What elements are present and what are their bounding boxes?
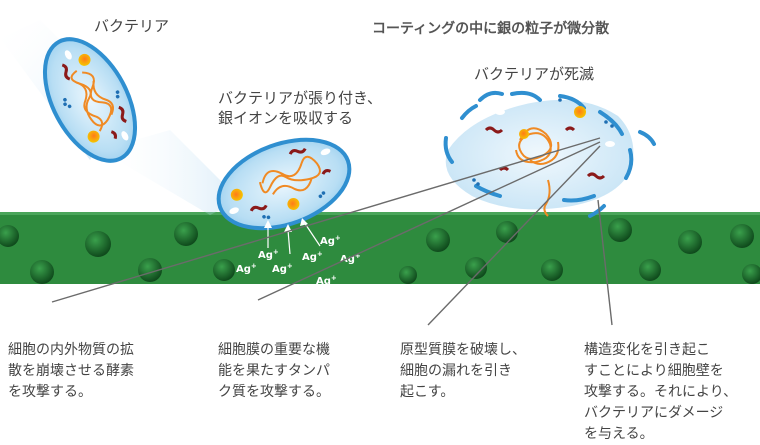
stage-label-dead: バクテリアが死滅 <box>474 65 595 83</box>
description-line: 能を果たすタンパ <box>218 363 330 379</box>
pointer-line-4 <box>597 199 613 326</box>
description-line: 起こす。 <box>400 384 455 400</box>
pointer-line-3 <box>427 145 601 326</box>
description-line: 構造変化を引き起こ <box>584 342 710 358</box>
stage-label-attach-line: 銀イオンを吸収する <box>218 109 354 127</box>
description-line: 原型質膜を破壊し、 <box>400 342 526 358</box>
description-line: 攻撃する。それにより、 <box>584 384 738 400</box>
silver-particles <box>0 218 760 284</box>
bacterium-attached <box>216 137 352 231</box>
stage-label-attach: バクテリアが張り付き、 銀イオンを吸収する <box>218 88 382 128</box>
pointer-lines <box>51 137 613 326</box>
pointer-line-1 <box>51 137 601 303</box>
description-line: ク質を攻撃する。 <box>218 384 330 400</box>
motion-trail-2 <box>100 130 240 215</box>
description-enzyme: 細胞の内外物質の拡 散を崩壊させる酵素 を攻撃する。 <box>8 340 183 403</box>
description-line: 細胞の漏れを引き <box>400 363 512 379</box>
stage-label-approach: バクテリア <box>94 17 170 35</box>
diagram-title: コーティングの中に銀の粒子が微分散 <box>372 21 610 37</box>
pointer-line-2 <box>257 141 601 301</box>
description-line: を攻撃する。 <box>8 384 92 400</box>
description-line: バクテリアにダメージ <box>584 405 724 421</box>
silver-ions: Ag+ Ag+ Ag+ Ag+ Ag+ Ag+ Ag+ <box>236 234 361 287</box>
description-cell-wall: 構造変化を引き起こ すことにより細胞壁を 攻撃する。それにより、 バクテリアにダ… <box>584 340 760 445</box>
bacterium-dead <box>443 90 656 218</box>
silver-coating-layer <box>0 212 760 284</box>
description-protein: 細胞膜の重要な機 能を果たすタンパ ク質を攻撃する。 <box>218 340 378 403</box>
stage-label-attach-line: バクテリアが張り付き、 <box>218 89 382 107</box>
description-line: すことにより細胞壁を <box>584 363 724 379</box>
description-plasma-membrane: 原型質膜を破壊し、 細胞の漏れを引き 起こす。 <box>400 340 565 403</box>
description-line: 細胞の内外物質の拡 <box>8 342 134 358</box>
ag-ion: Ag+ <box>316 274 337 287</box>
description-line: を与える。 <box>584 426 654 442</box>
description-line: 散を崩壊させる酵素 <box>8 363 134 379</box>
bacterium-approaching <box>42 37 138 163</box>
description-line: 細胞膜の重要な機 <box>218 342 330 358</box>
